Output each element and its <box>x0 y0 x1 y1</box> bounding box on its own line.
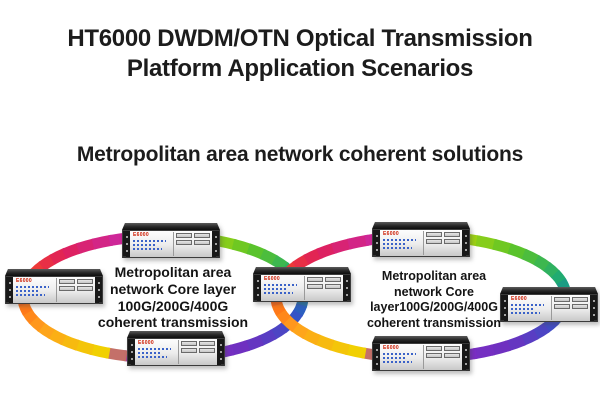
device-front-panel: E6000 <box>122 230 220 258</box>
rack-ear-left <box>373 344 380 370</box>
device-left-ring-bottom: E6000 <box>127 331 225 366</box>
left-ring-caption-line2: network Core layer <box>109 280 237 297</box>
device-slot-area <box>181 340 216 364</box>
device-top-panel <box>372 222 470 229</box>
device-face: E6000 <box>135 339 217 365</box>
right-ring-caption-line3: layer100G/200G/400G <box>370 300 498 315</box>
device-front-panel: E6000 <box>500 294 598 322</box>
device-top-panel <box>122 223 220 230</box>
device-front-panel: E6000 <box>5 276 103 304</box>
device-face: E6000 <box>13 277 95 303</box>
device-top-panel <box>127 331 225 338</box>
device-slot-area <box>554 296 589 320</box>
device-far-right: E6000 <box>500 287 598 322</box>
device-module-area: E6000 <box>510 296 553 320</box>
rack-ear-left <box>373 230 380 256</box>
device-far-left: E6000 <box>5 269 103 304</box>
device-model-label: E6000 <box>133 232 149 238</box>
page-title: HT6000 DWDM/OTN Optical Transmission Pla… <box>0 24 600 84</box>
rack-ear-right <box>462 230 469 256</box>
device-module-area: E6000 <box>263 276 306 300</box>
device-top-panel <box>500 287 598 294</box>
device-model-label: E6000 <box>138 340 154 346</box>
device-face: E6000 <box>508 295 590 321</box>
device-front-panel: E6000 <box>372 343 470 371</box>
device-top-panel <box>372 336 470 343</box>
page-title-line2: Platform Application Scenarios <box>126 55 474 82</box>
device-face: E6000 <box>380 230 462 256</box>
right-ring-caption-line4: coherent transmission <box>366 315 502 330</box>
device-center-shared: E6000 <box>253 267 351 302</box>
rack-ear-left <box>128 339 135 365</box>
device-face: E6000 <box>261 275 343 301</box>
device-right-ring-bottom: E6000 <box>372 336 470 371</box>
device-model-label: E6000 <box>264 276 280 282</box>
device-model-label: E6000 <box>511 296 527 302</box>
rack-ear-left <box>6 277 13 303</box>
rack-ear-right <box>217 339 224 365</box>
page-title-line1: HT6000 DWDM/OTN Optical Transmission <box>67 25 533 52</box>
device-slot-area <box>426 231 461 255</box>
device-top-panel <box>5 269 103 276</box>
device-module-area: E6000 <box>15 278 58 302</box>
device-module-area: E6000 <box>132 232 175 256</box>
device-feet <box>6 302 102 304</box>
device-feet <box>373 255 469 257</box>
rack-ear-left <box>501 295 508 321</box>
rack-ear-left <box>254 275 261 301</box>
device-feet <box>123 256 219 258</box>
device-left-ring-top: E6000 <box>122 223 220 258</box>
rack-ear-right <box>462 344 469 370</box>
device-slot-area <box>307 276 342 300</box>
device-model-label: E6000 <box>16 278 32 284</box>
device-feet <box>373 369 469 371</box>
left-ring-caption-line3: 100G/200G/400G <box>117 297 229 314</box>
device-front-panel: E6000 <box>253 274 351 302</box>
left-ring-caption-line1: Metropolitan area <box>114 264 232 280</box>
device-slot-area <box>176 232 211 256</box>
right-ring-caption-line1: Metropolitan area <box>381 269 487 283</box>
left-ring-caption-line4: coherent transmission <box>97 314 249 331</box>
rack-ear-right <box>212 231 219 257</box>
device-face: E6000 <box>130 231 212 257</box>
rack-ear-right <box>95 277 102 303</box>
device-right-ring-top: E6000 <box>372 222 470 257</box>
device-feet <box>254 300 350 302</box>
right-ring-caption-line2: network Core <box>394 284 474 299</box>
device-slot-area <box>426 345 461 369</box>
device-feet <box>128 364 224 366</box>
device-face: E6000 <box>380 344 462 370</box>
device-module-area: E6000 <box>137 340 180 364</box>
device-model-label: E6000 <box>383 345 399 351</box>
device-slot-area <box>59 278 94 302</box>
left-ring-caption: Metropolitan area network Core layer 100… <box>72 264 274 331</box>
device-feet <box>501 320 597 322</box>
device-model-label: E6000 <box>383 231 399 237</box>
device-module-area: E6000 <box>382 345 425 369</box>
rack-ear-right <box>343 275 350 301</box>
device-front-panel: E6000 <box>372 229 470 257</box>
rack-ear-left <box>123 231 130 257</box>
device-front-panel: E6000 <box>127 338 225 366</box>
device-module-area: E6000 <box>382 231 425 255</box>
device-top-panel <box>253 267 351 274</box>
right-ring-caption: Metropolitan area network Core layer100G… <box>334 269 534 331</box>
rack-ear-right <box>590 295 597 321</box>
section-subtitle: Metropolitan area network coherent solut… <box>76 143 524 166</box>
